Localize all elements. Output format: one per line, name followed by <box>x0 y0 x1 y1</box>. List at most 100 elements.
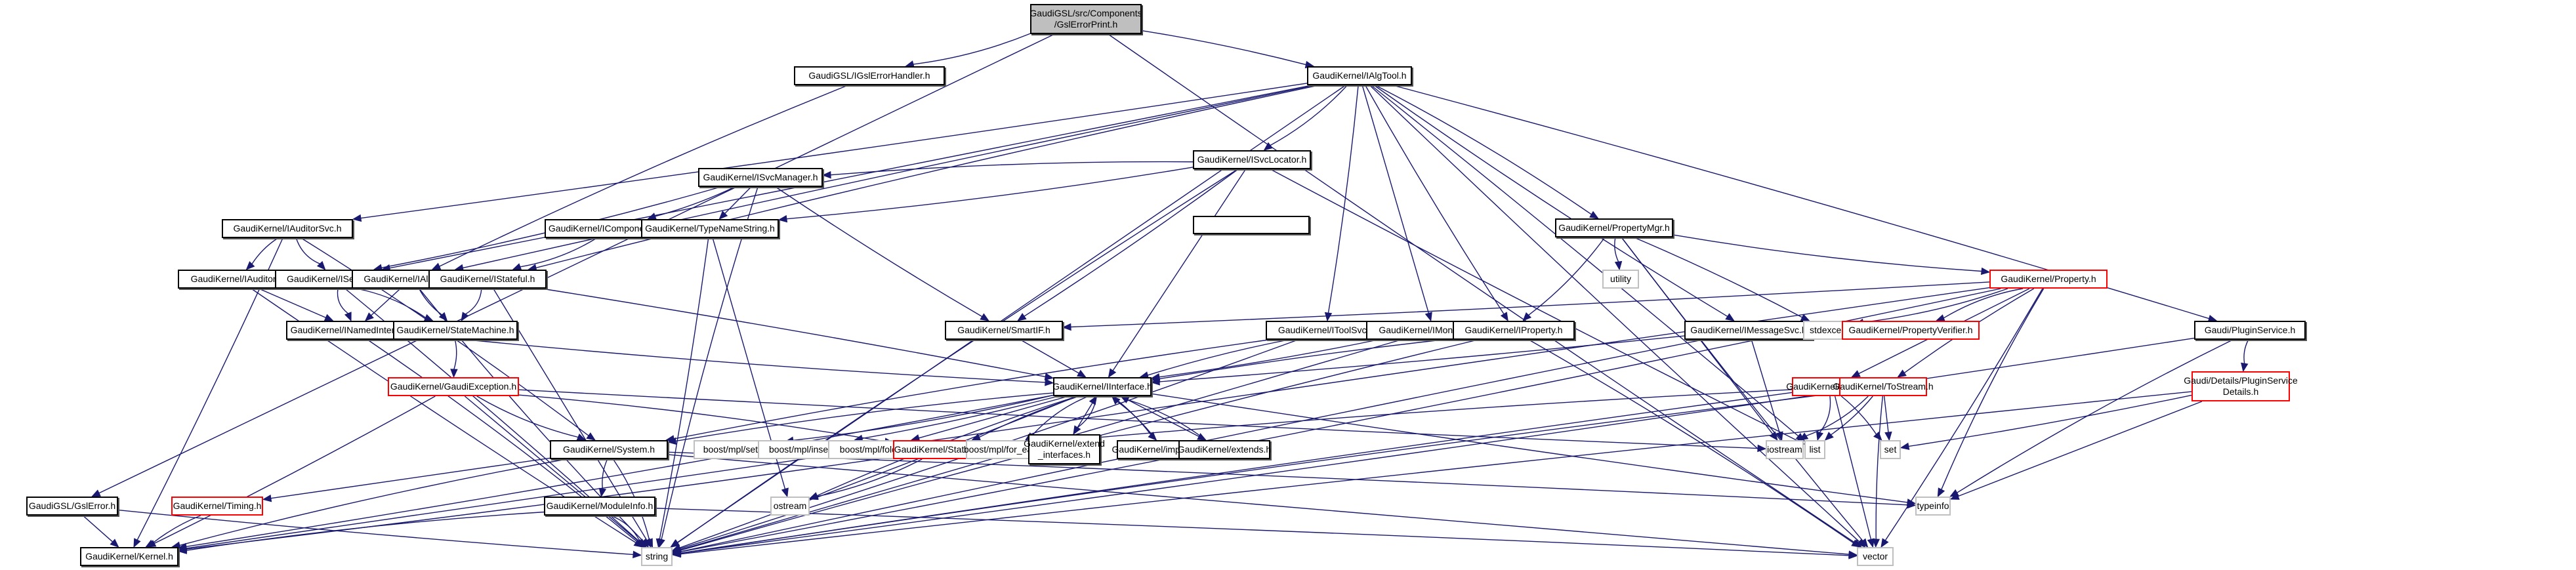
arrowhead-isvclocator-to-typenamestring <box>778 214 788 223</box>
arrowhead-property-to-typeinfo <box>1937 487 1945 498</box>
node-pluginservice[interactable]: Gaudi/PluginService.h <box>2194 321 2306 340</box>
node-igslerrorhandler[interactable]: GaudiGSL/IGslErrorHandler.h <box>794 66 945 85</box>
arrowhead-imessagesvc-to-iostream <box>1776 431 1783 441</box>
edge-parsers-to-statuscode <box>1012 389 1793 446</box>
node-propertyverifier[interactable]: GaudiKernel/PropertyVerifier.h <box>1842 321 1980 340</box>
edge-tostream-to-string <box>680 392 1840 554</box>
edge-system-to-typeinfo <box>667 451 1908 506</box>
node-smartif[interactable]: GaudiKernel/SmartIF.h <box>945 321 1063 340</box>
edge-plugindetails-to-string <box>680 391 2192 555</box>
node-gaudiexception[interactable]: GaudiKernel/GaudiException.h <box>388 377 519 396</box>
edge-ialgtool_top-to-istateful <box>535 85 1319 268</box>
node-isvclocator[interactable]: GaudiKernel/ISvcLocator.h <box>1193 150 1311 169</box>
node-set[interactable]: set <box>1880 440 1901 459</box>
edge-ialgtool_top-to-propertymgr <box>1375 85 1592 215</box>
edge-igslerrorhandler-to-ialgtool <box>439 85 848 267</box>
edge-system-to-moduleinfo <box>602 458 608 489</box>
edge-iinterface-to-string <box>679 396 1078 548</box>
node-imessagesvc[interactable]: GaudiKernel/IMessageSvc.h <box>1684 321 1813 340</box>
edge-smartif-to-iinterface <box>1020 339 1079 374</box>
edge-pluginservice-to-string <box>680 337 2195 554</box>
edge-ialgtool_top-to-imonitorsvc <box>1361 85 1430 314</box>
arrowhead-typenamestring-to-string <box>655 538 664 548</box>
arrowhead-plugindetails-to-set <box>1900 442 1910 451</box>
node-utility[interactable]: utility <box>1602 270 1639 289</box>
edge-ialgtool-to-inamedinterface <box>371 288 401 316</box>
edge-itoolsvc-to-system <box>673 339 1270 439</box>
arrowhead-extendinterfaces-to-iinterface <box>1089 395 1097 405</box>
node-istateful[interactable]: GaudiKernel/IStateful.h <box>428 270 547 289</box>
edge-isvclocator-to-isvcmanager <box>830 161 1194 176</box>
edge-propertymgr-to-iproperty <box>1528 237 1606 316</box>
arrowhead-property-to-tostream <box>1897 369 1907 378</box>
node-iauditorsvc[interactable]: GaudiKernel/IAuditorSvc.h <box>222 219 353 238</box>
node-vector[interactable]: vector <box>1857 547 1894 566</box>
edge-extendinterfaces-to-iinterface <box>1073 402 1093 435</box>
node-timing[interactable]: GaudiKernel/Timing.h <box>171 497 263 516</box>
arrowhead-system-to-moduleinfo <box>598 487 607 498</box>
node-pluginservicedetails[interactable]: Gaudi/Details/PluginService Details.h <box>2184 371 2298 401</box>
edge-gaudiexception-to-statuscode <box>518 394 886 442</box>
node-statemachine[interactable]: GaudiKernel/StateMachine.h <box>393 321 518 340</box>
edge-tostream-to-iostream <box>1806 396 1869 437</box>
edge-moduleinfo-to-vector <box>655 508 1850 556</box>
arrowhead-tostream-to-vector <box>1872 539 1880 548</box>
arrowhead-extends-to-iinterface <box>1119 396 1130 403</box>
edge-root-to-gslerror <box>98 33 1055 494</box>
node-ostream[interactable]: ostream <box>770 497 810 516</box>
arrowhead-ialgtool_top-to-imonitorsvc <box>1424 312 1432 322</box>
node-gslerrorprint-root[interactable]: GaudiGSL/src/Components /GslErrorPrint.h <box>1029 4 1142 34</box>
arrowhead-iproperty-to-vector <box>1851 539 1861 548</box>
edge-pluginservice-to-typeinfo <box>1957 339 2233 493</box>
arrowhead-ialgtool_top-to-itoolsvc <box>1324 312 1333 322</box>
node-isvcmanager[interactable]: GaudiKernel/ISvcManager.h <box>698 168 823 187</box>
node-iproperty[interactable]: GaudiKernel/IProperty.h <box>1453 321 1575 340</box>
edge-iproperty-to-iinterface <box>1159 338 1453 380</box>
node-tostream[interactable]: GaudiKernel/ToStream.h <box>1833 377 1934 396</box>
edge-moduleinfo-to-string <box>610 515 641 542</box>
arrowhead-isvclocator-to-smartif <box>1017 313 1027 321</box>
node-property[interactable]: GaudiKernel/Property.h <box>1989 270 2108 289</box>
node-iinterface[interactable]: GaudiKernel/IInterface.h <box>1052 377 1152 396</box>
node-propertymgr[interactable]: GaudiKernel/PropertyMgr.h <box>1555 218 1673 237</box>
node-kernel[interactable]: GaudiKernel/Kernel.h <box>80 547 178 566</box>
arrowhead-timing-to-kernel <box>145 539 155 548</box>
arrowhead-statemachine-to-gaudiexception <box>450 369 458 378</box>
edge-imonitorsvc-to-iinterface <box>1159 339 1378 378</box>
node-extends[interactable]: GaudiKernel/extends.h <box>1178 440 1271 459</box>
edge-iinterface-to-mplforeach <box>1031 396 1089 436</box>
arrowhead-iauditorsvc-to-system <box>586 432 596 441</box>
unused <box>1193 216 1310 234</box>
edge-imessagesvc-to-iinterface <box>1159 335 1685 382</box>
edge-iservice-to-inamedinterface <box>337 288 348 314</box>
edge-plugindetails-to-set <box>1908 394 2192 447</box>
node-ialgtool-top[interactable]: GaudiKernel/IAlgTool.h <box>1307 66 1412 85</box>
node-moduleinfo[interactable]: GaudiKernel/ModuleInfo.h <box>544 497 655 516</box>
node-system[interactable]: GaudiKernel/System.h <box>550 440 668 459</box>
node-string[interactable]: string <box>641 547 673 566</box>
edge-gslerror-to-kernel <box>82 515 114 542</box>
node-extend-interfaces[interactable]: GaudiKernel/extend _interfaces.h <box>1024 434 1105 464</box>
node-iostream[interactable]: iostream <box>1766 440 1804 459</box>
node-typenamestring[interactable]: GaudiKernel/TypeNameString.h <box>641 219 779 238</box>
arrowhead-system-to-typeinfo <box>1907 501 1917 509</box>
arrowhead-ialgtool_top-to-iproperty <box>1500 312 1508 322</box>
arrowhead-tostream-to-iostream <box>1798 432 1809 441</box>
arrowhead-pluginservice-to-plugindetails <box>2241 362 2249 373</box>
arrowhead-isvcmanager-to-typenamestring <box>718 211 728 220</box>
arrowhead-iinterface-to-system <box>667 437 677 445</box>
edge-property-to-stdexcept <box>1863 288 2008 323</box>
edge-propertymgr-to-utility <box>1614 237 1619 262</box>
arrowhead-gslerror-to-string <box>633 550 642 559</box>
edge-iinterface-to-system <box>675 392 1054 442</box>
edge-iinterface-to-mplset <box>793 394 1054 441</box>
node-gslerror[interactable]: GaudiGSL/GslError.h <box>26 497 118 516</box>
node-list[interactable]: list <box>1804 440 1825 459</box>
arrowhead-ialgtool_top-to-isvclocator <box>1263 142 1273 151</box>
arrowhead-isvclocator-to-string <box>670 539 680 548</box>
edge-property-to-propertyverifier <box>1943 288 2024 319</box>
edge-propertymgr-to-property <box>1672 234 1982 272</box>
node-typeinfo[interactable]: typeinfo <box>1915 497 1951 516</box>
edge-property-to-typeinfo <box>1941 288 2045 490</box>
